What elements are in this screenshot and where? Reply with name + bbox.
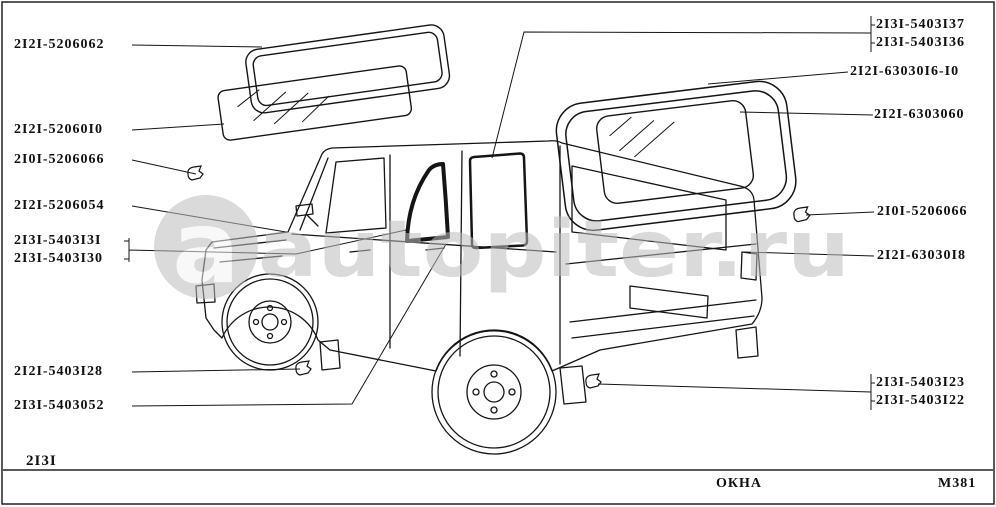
rear-window-glass-drawing (595, 99, 755, 205)
footer-model-code: 2I3I (26, 453, 57, 469)
part-number-label: 2I2I-5206062 (14, 37, 105, 52)
footer-sheet-title: ОКНА (716, 476, 763, 491)
part-number-label: 2I2I-5206054 (14, 198, 105, 213)
part-number-label: 2I3I-5403I36 (876, 35, 966, 50)
part-number-label: 2I0I-5206066 (877, 204, 968, 219)
part-number-label: 2I3I-5403I37 (876, 17, 966, 32)
quarter-window-seal (468, 152, 529, 250)
windshield-seal-drawing (245, 24, 451, 114)
part-number-label: 2I3I-5403I23 (876, 375, 966, 390)
tailgate-seam (565, 243, 757, 265)
leader-lines (124, 16, 875, 410)
clip-icon (585, 373, 602, 389)
watermark-logo-letter: a (172, 189, 239, 306)
clip-icon (295, 360, 312, 376)
watermark-text: autopiter.ru (258, 205, 850, 295)
part-number-label: 2I2I-5403I28 (14, 364, 104, 379)
watermark-logo-circle (154, 195, 258, 299)
tail-light (740, 251, 758, 281)
belt-line (291, 233, 557, 253)
rear-mudflap (559, 365, 587, 405)
part-number-label: 2I2I-63030I6-I0 (850, 64, 960, 79)
part-number-label: 2I3I-5403052 (14, 398, 105, 413)
front-wheel (221, 273, 319, 371)
door-handles (349, 247, 445, 253)
part-number-label: 2I3I-5403I22 (876, 393, 966, 408)
tailgate-window-opening (571, 165, 727, 251)
license-plate (629, 285, 709, 319)
rear-door-line (459, 150, 463, 357)
vehicle-drawing (195, 140, 763, 455)
watermark: a autopiter.ru (154, 189, 850, 306)
rear-window-seal-drawing (555, 80, 797, 232)
rear-right-mudflap (735, 326, 759, 359)
part-number-label: 2I2I-52060I0 (14, 122, 104, 137)
vent-window-seal (405, 162, 450, 243)
part-number-label: 2I3I-5403I30 (14, 251, 104, 266)
footer-figure-code: M381 (938, 476, 977, 491)
rear-bumper-lines (569, 299, 757, 339)
part-number-label: 2I2I-63030I8 (877, 248, 967, 263)
part-number-label: 2I0I-5206066 (14, 152, 105, 167)
side-mirror (295, 203, 319, 227)
front-door-window (325, 157, 387, 234)
windshield-glass-drawing (217, 65, 413, 141)
part-number-label: 2I2I-6303060 (874, 107, 965, 122)
part-number-label: 2I3I-5403I3I (14, 233, 102, 248)
a-pillar-inner (299, 157, 329, 231)
front-mudflap (319, 339, 341, 371)
rear-wheel (431, 329, 557, 455)
